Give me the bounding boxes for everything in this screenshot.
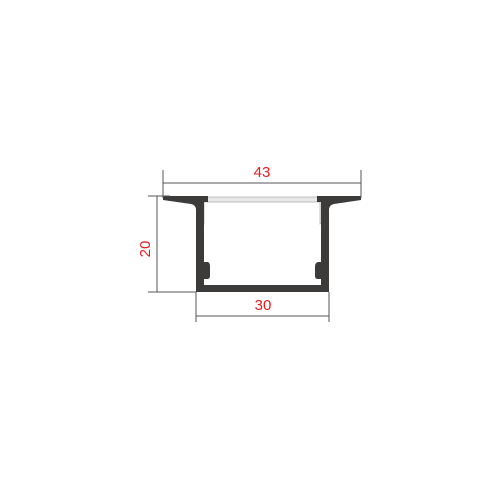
aluminium-profile	[163, 196, 361, 292]
dimension-inner-width: 30	[195, 292, 330, 322]
dimension-height: 20	[137, 195, 196, 293]
dimension-overall-width: 43	[162, 164, 362, 198]
overall-width-label: 43	[254, 164, 271, 181]
diffuser-strip	[203, 196, 321, 203]
diffuser-cover	[199, 196, 325, 225]
inner-width-label: 30	[255, 297, 272, 314]
height-label: 20	[137, 241, 154, 258]
